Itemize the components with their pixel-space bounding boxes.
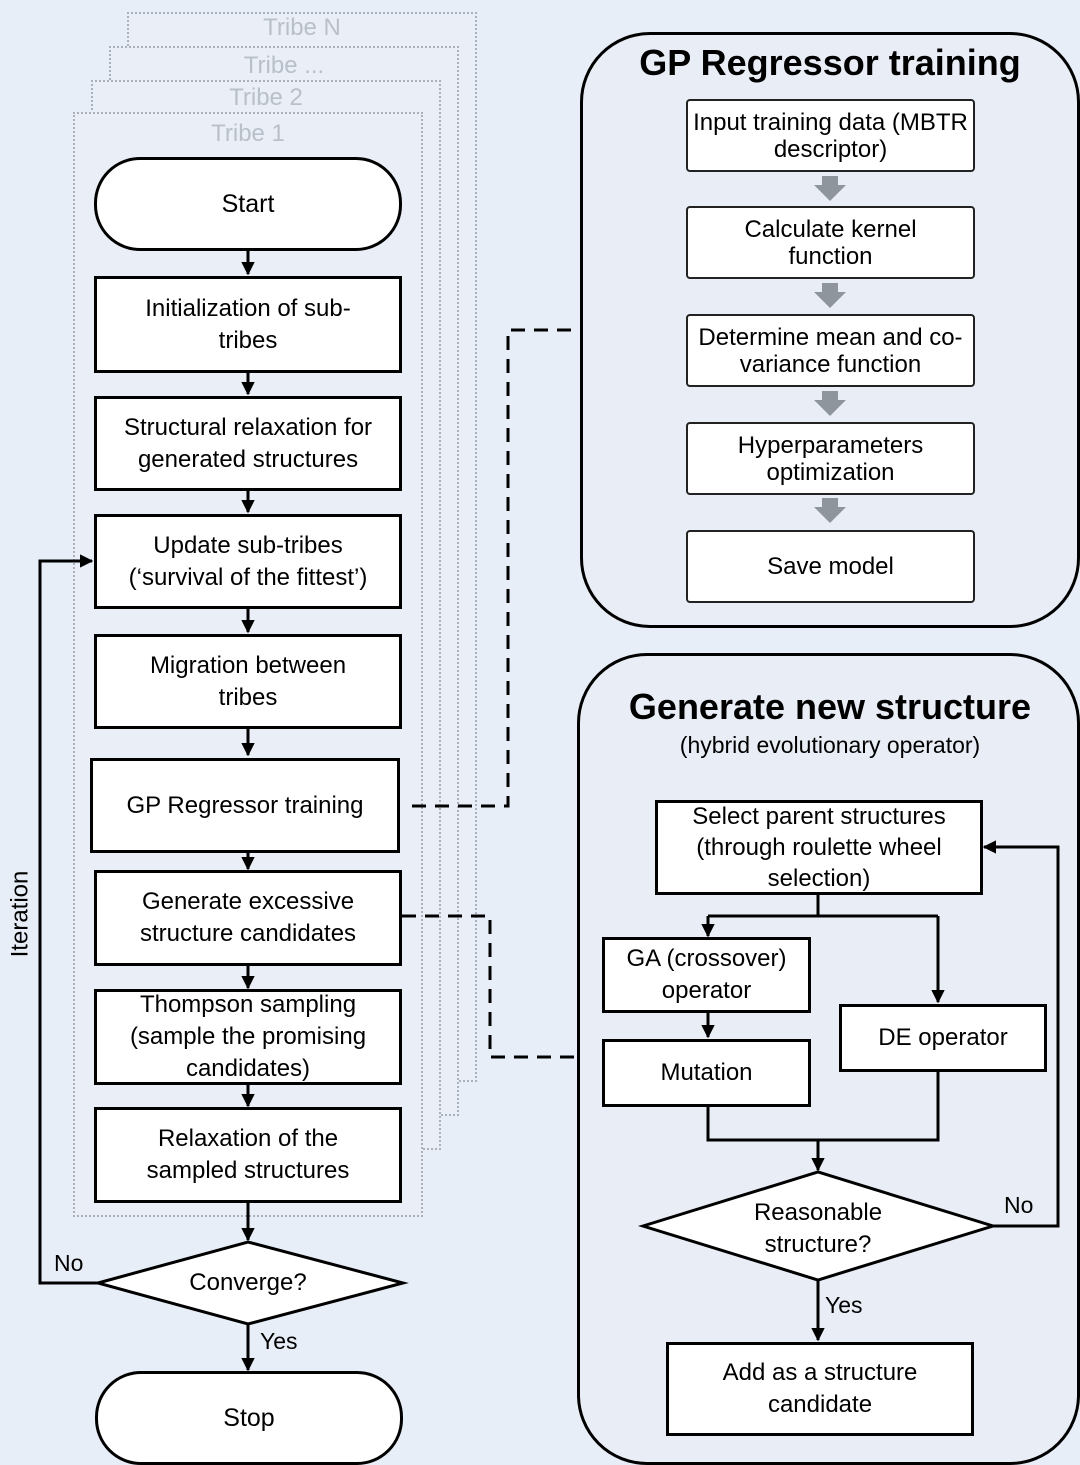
gp-step-arrow [814,498,846,523]
structural-relaxation-box: Structural relaxation for generated stru… [94,396,402,491]
gp-step-save-model: Save model [686,530,975,603]
add-candidate-box: Add as a structure candidate [666,1342,974,1436]
gp-step-mean-covariance: Determine mean and co-variance function [686,314,975,387]
thompson-sampling-box: Thompson sampling (sample the promising … [94,989,402,1085]
gp-step-arrow [814,283,846,308]
mutation-box: Mutation [602,1039,811,1107]
gen-panel-subtitle: (hybrid evolutionary operator) [679,732,981,758]
reasonable-yes-label: Yes [825,1292,863,1318]
select-parents-box: Select parent structures (through roulet… [655,800,983,895]
gp-panel-title: GP Regressor training [639,42,1021,83]
reasonable-label: Reasonable structure? [753,1199,883,1258]
update-subtribes-box: Update sub-tribes (‘survival of the fitt… [94,514,402,609]
gp-step-arrow [814,391,846,416]
gp-step-hyperparameters: Hyperparameters optimization [686,422,975,495]
tribe-ellipsis-label: Tribe ... [243,52,325,79]
generate-excessive-box: Generate excessive structure candidates [94,870,402,966]
gp-step-arrow [814,176,846,201]
tribe-2-label: Tribe 2 [229,84,303,111]
ga-crossover-box: GA (crossover) operator [602,937,811,1013]
gp-step-input-data: Input training data (MBTR descriptor) [686,99,975,172]
converge-diamond [92,1240,409,1326]
reasonable-diamond [637,1170,999,1282]
converge-yes-label: Yes [260,1328,298,1354]
iteration-label: Iteration [6,870,34,958]
reasonable-no-label: No [1004,1192,1034,1218]
migration-box: Migration between tribes [94,634,402,729]
converge-label: Converge? [189,1269,307,1296]
tribe-n-label: Tribe N [263,14,341,41]
stop-terminal: Stop [95,1371,403,1465]
gp-step-kernel: Calculate kernel function [686,206,975,279]
tribe-1-label: Tribe 1 [211,120,285,147]
gen-panel-title: Generate new structure [628,686,1032,727]
start-terminal: Start [94,157,402,251]
converge-no-label: No [54,1250,84,1276]
relaxation-sampled-box: Relaxation of the sampled structures [94,1107,402,1203]
init-subtribes-box: Initialization of sub-tribes [94,276,402,373]
de-operator-box: DE operator [839,1004,1047,1072]
gp-training-box: GP Regressor training [90,758,400,853]
